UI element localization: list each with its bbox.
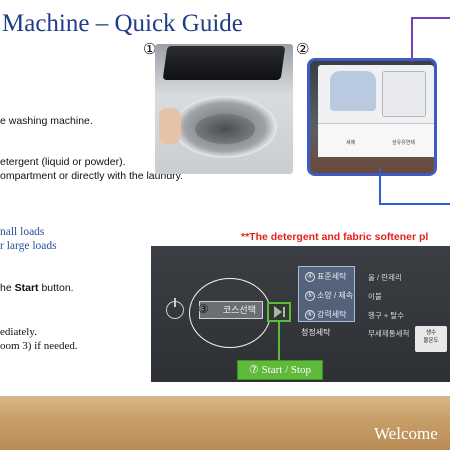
drawer-front xyxy=(318,123,434,157)
page-title: Machine – Quick Guide xyxy=(2,10,243,37)
start-callout-line xyxy=(278,322,280,362)
power-icon[interactable] xyxy=(166,298,184,319)
wash-option-3-label: 강력세탁 xyxy=(317,310,347,319)
washer-tub xyxy=(195,114,255,144)
room-text: oom 3) if needed. xyxy=(0,340,78,352)
temperature-button[interactable]: 생수 물온도 xyxy=(415,326,447,352)
start-pause-button[interactable] xyxy=(267,302,291,322)
badge-2: ② xyxy=(296,40,310,58)
detergent-note: **The detergent and fabric softener pl xyxy=(241,231,429,243)
small-loads-text: nall loads xyxy=(0,226,45,238)
large-loads-text: r large loads xyxy=(0,240,57,252)
drawer-label-left: 세제 xyxy=(346,140,356,146)
wash-option-2-label: 소양 / 제속 xyxy=(317,291,354,300)
badge-1: ① xyxy=(143,40,157,58)
temperature-button-top: 생수 xyxy=(425,330,437,336)
step-compartment: ompartment or directly with the laundry. xyxy=(0,170,184,182)
step-detergent: etergent (liquid or powder). xyxy=(0,156,126,168)
callout-blue-vertical xyxy=(379,168,381,204)
immediately-text: ediately. xyxy=(0,326,37,338)
step-washing-machine: e washing machine. xyxy=(0,115,93,127)
detergent-cup xyxy=(330,71,376,111)
wash-option-1-num: ④ xyxy=(305,271,315,282)
washer-photo xyxy=(155,44,293,174)
wash-option-2-num: ⑤ xyxy=(305,290,315,301)
callout-purple-horizontal xyxy=(411,17,450,19)
start-prefix: he xyxy=(0,282,15,294)
welcome-text: Welcome xyxy=(374,424,438,443)
callout-purple-vertical xyxy=(411,18,413,62)
temperature-button-bottom: 물온도 xyxy=(423,338,439,344)
callout-blue-horizontal xyxy=(379,203,450,205)
wash-desc-2: 이불 xyxy=(368,292,382,301)
drawer-label-right: 섬유유연제 xyxy=(392,140,416,146)
wash-desc-3: 헹구 + 탈수 xyxy=(368,311,405,320)
start-stop-label: ⑦ Start / Stop xyxy=(237,360,323,380)
course-select-button[interactable]: 코스선택 xyxy=(199,301,263,319)
wash-option-1-label: 표준세탁 xyxy=(317,272,347,281)
start-bold: Start xyxy=(14,282,39,294)
start-instruction: he Start button. xyxy=(0,282,74,295)
wash-option-3-num: ⑥ xyxy=(305,309,315,320)
wash-desc-1: 울 / 란제리 xyxy=(368,273,402,282)
softener-cup xyxy=(382,71,426,117)
detergent-drawer-photo: 세제 섬유유연제 xyxy=(307,58,437,176)
course-number: ③ xyxy=(198,302,209,316)
start-suffix: button. xyxy=(38,282,74,294)
wash-option-4[interactable]: 청정세탁 xyxy=(301,328,331,337)
wood-floor xyxy=(0,396,450,450)
wash-desc-4: 무세제통세척 xyxy=(368,329,410,338)
washer-lid xyxy=(162,46,286,80)
hand xyxy=(159,108,181,144)
